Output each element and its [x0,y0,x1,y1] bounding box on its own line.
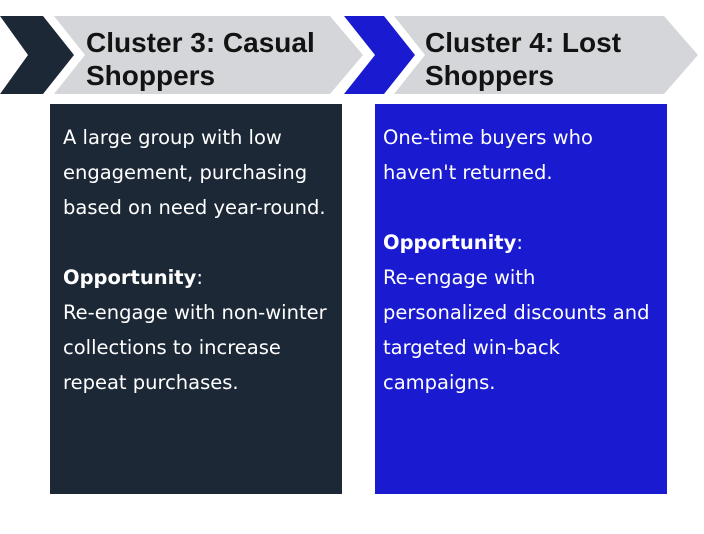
cluster-3-header-chevron [54,16,363,94]
cluster-3-card: A large group with low engagement, purch… [50,104,342,494]
cluster-3-opportunity-heading: Opportunity: [63,260,332,295]
spacer [63,225,332,260]
cluster-3-opportunity-label: Opportunity [63,266,197,289]
spacer [383,190,661,225]
cluster-4-opportunity-label: Opportunity [383,231,517,254]
cluster-4-card: One-time buyers who haven't returned. Op… [375,104,667,494]
cluster-4-description: One-time buyers who haven't returned. [383,126,593,184]
cluster-3-marker-chevron [0,16,74,94]
chevron-header-band [0,16,698,94]
cluster-3-title: Cluster 3: Casual Shoppers [86,27,315,91]
cluster-3-description: A large group with low engagement, purch… [63,126,326,219]
cluster-4-title: Cluster 4: Lost Shoppers [425,27,622,91]
cluster-3-opportunity-colon: : [196,266,203,289]
cluster-3-opportunity-text: Re-engage with non-winter collections to… [63,301,327,394]
cluster-4-marker-chevron [344,16,415,94]
cluster-4-header-chevron [394,16,698,94]
cluster-4-opportunity-text: Re-engage with personalized discounts an… [383,266,650,394]
cluster-4-opportunity-colon: : [516,231,523,254]
cluster-4-opportunity-heading: Opportunity: [383,225,661,260]
